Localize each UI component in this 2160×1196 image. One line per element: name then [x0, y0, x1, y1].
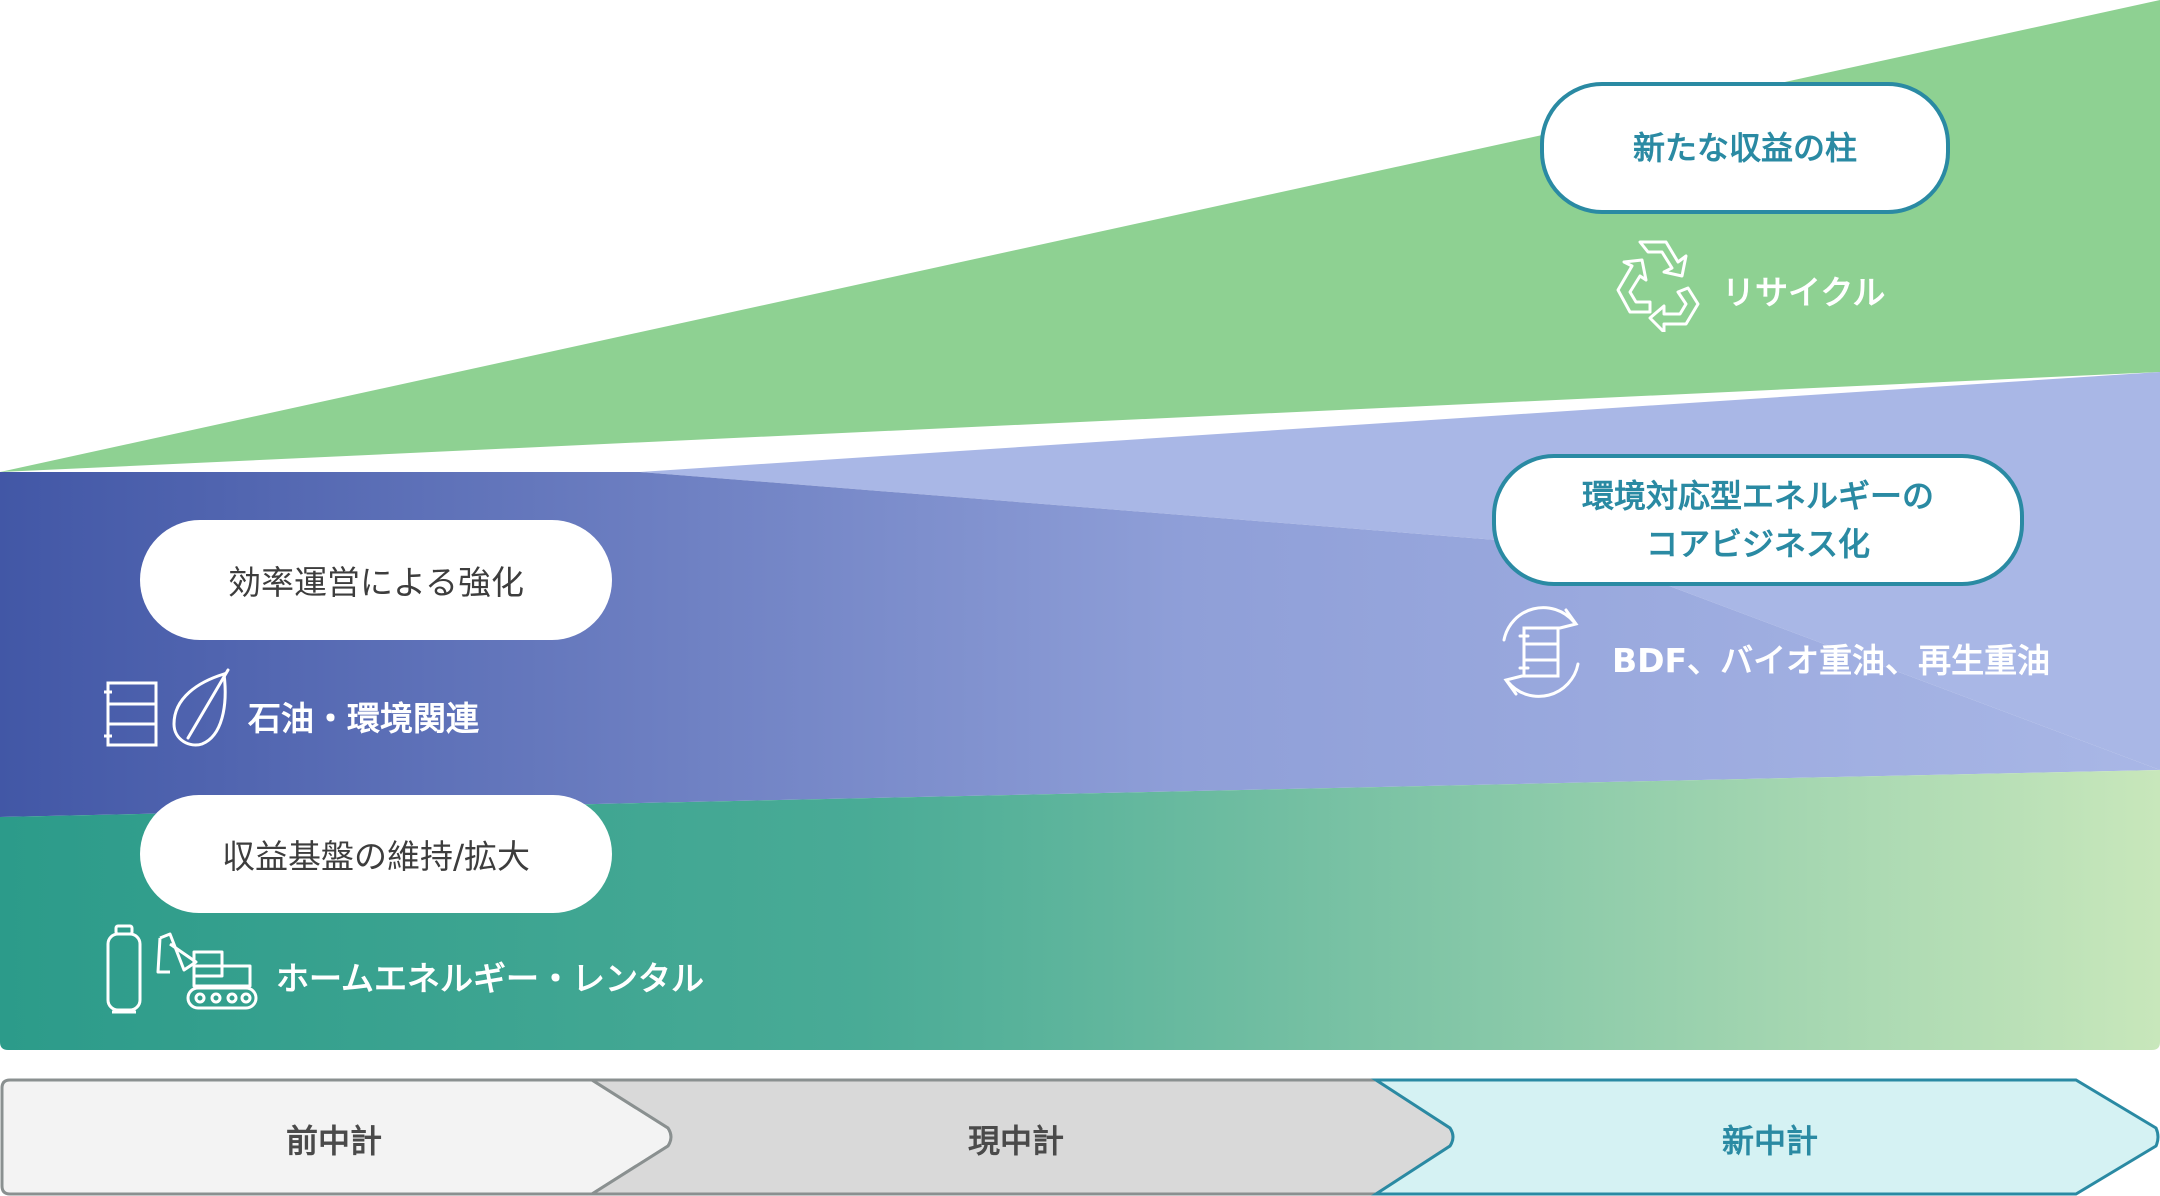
- efficiency-pill: 効率運営による強化: [140, 520, 612, 640]
- recycle-icon: [1604, 236, 1704, 332]
- timeline-label-past: 前中計: [286, 1122, 383, 1160]
- leaf-icon: [168, 668, 232, 750]
- revenue-base-pill-text: 収益基盤の維持/拡大: [221, 837, 531, 876]
- recycle-label: リサイクル: [1722, 273, 1886, 312]
- home-energy-rental-label: ホームエネルギー・レンタル: [276, 959, 705, 998]
- recycle-barrel-icon: [1490, 600, 1592, 704]
- core-business-pill: 環境対応型エネルギーの コアビジネス化: [1492, 454, 2024, 586]
- core-business-text: 環境対応型エネルギーの コアビジネス化: [1581, 477, 1934, 563]
- oil-drum-icon: [102, 680, 162, 748]
- revenue-base-pill: 収益基盤の維持/拡大: [140, 795, 612, 913]
- new-revenue-pillar-text: 新たな収益の柱: [1632, 129, 1857, 167]
- oil-environment-label: 石油・環境関連: [248, 699, 479, 738]
- efficiency-pill-text: 効率運営による強化: [227, 563, 524, 602]
- bdf-label: BDF、バイオ重油、再生重油: [1612, 641, 2051, 680]
- timeline-label-current: 現中計: [968, 1122, 1065, 1160]
- gas-cylinder-icon: [104, 924, 144, 1016]
- excavator-icon: [156, 932, 260, 1012]
- timeline-label-new: 新中計: [1722, 1122, 1819, 1160]
- new-revenue-pillar-pill: 新たな収益の柱: [1540, 82, 1950, 214]
